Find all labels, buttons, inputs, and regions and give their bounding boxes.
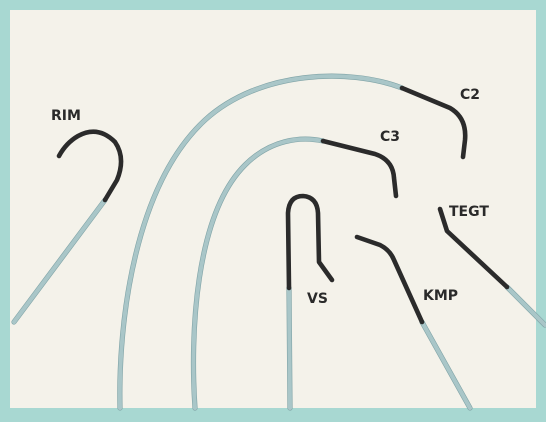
catheter-vs <box>285 193 335 411</box>
label-vs: VS <box>307 291 328 307</box>
catheter-kmp <box>354 234 473 411</box>
catheter-tegt <box>437 206 546 328</box>
catheter-c2 <box>117 73 468 411</box>
catheter-c3 <box>190 136 399 411</box>
label-c2: C2 <box>460 87 480 103</box>
label-c3: C3 <box>380 129 400 145</box>
catheter-rim <box>11 129 124 325</box>
label-tegt: TEGT <box>449 204 489 220</box>
label-kmp: KMP <box>423 288 458 304</box>
label-rim: RIM <box>51 108 81 124</box>
